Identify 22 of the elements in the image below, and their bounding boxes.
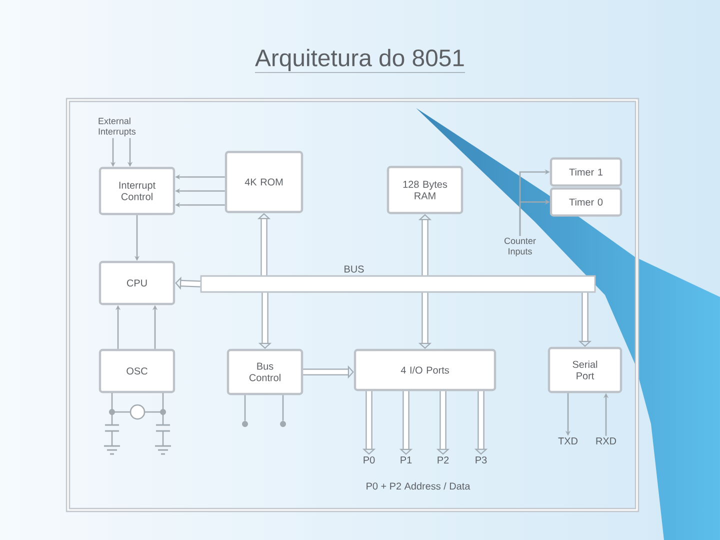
block-box: Bus Control <box>226 348 304 396</box>
signal-label: P2 <box>438 456 449 464</box>
signal-label: P3 <box>476 456 487 464</box>
block-box: 4 I/O Ports <box>354 348 496 392</box>
signal-label: External Interrupts <box>98 118 136 136</box>
signal-label: RXD <box>596 438 616 444</box>
signal-label: P0 <box>364 456 375 464</box>
block-box: Timer 1 <box>550 157 622 187</box>
block-box: CPU <box>98 260 176 306</box>
block-box: Serial Port <box>548 346 622 394</box>
block-box: OSC <box>98 348 176 394</box>
slide-title: Arquitetura do 8051 <box>254 48 466 73</box>
block-box: 128 Bytes RAM <box>386 166 464 214</box>
note-text: P0 + P2 Address / Data <box>366 482 470 490</box>
signal-label: TXD <box>558 438 578 444</box>
bus-bar: BUS <box>200 266 596 293</box>
signal-label: P1 <box>400 456 412 464</box>
block-box: Timer 0 <box>550 187 622 217</box>
block-box: 4K ROM <box>224 150 304 214</box>
signal-label: Counter Inputs <box>504 238 536 256</box>
node-label: BUS <box>344 266 364 273</box>
block-box: Interrupt Control <box>98 166 176 216</box>
